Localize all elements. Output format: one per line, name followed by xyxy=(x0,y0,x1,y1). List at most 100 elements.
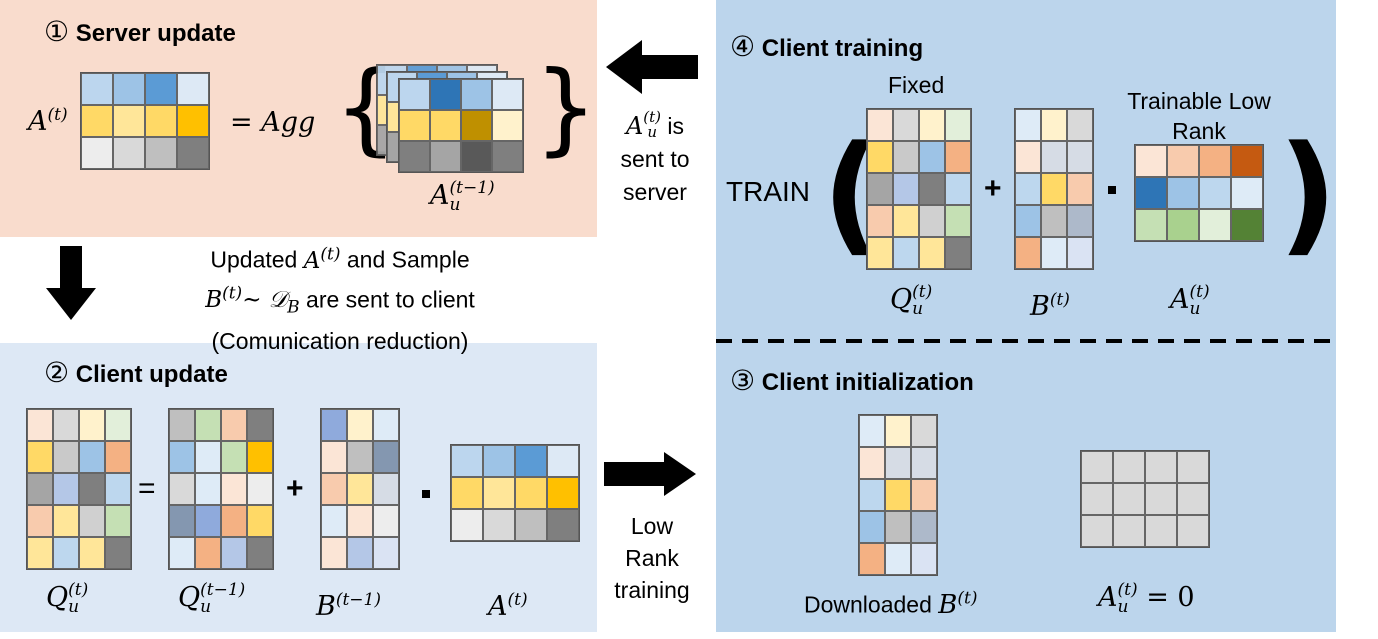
matrix-cell xyxy=(321,537,347,569)
matrix-cell xyxy=(893,141,919,173)
matrix-cell xyxy=(177,73,209,105)
matrix-cell xyxy=(461,79,492,110)
matrix-cell xyxy=(492,79,523,110)
server-A-matrix xyxy=(80,72,210,170)
matrix-cell xyxy=(430,110,461,141)
matrix-cell xyxy=(399,79,430,110)
matrix-cell xyxy=(1081,483,1113,515)
matrix-cell xyxy=(867,237,893,269)
equals-sign: = xyxy=(138,472,156,505)
matrix-cell xyxy=(399,110,430,141)
matrix-cell xyxy=(911,543,937,575)
matrix-cell xyxy=(893,205,919,237)
matrix-cell xyxy=(27,441,53,473)
matrix-cell xyxy=(1177,451,1209,483)
B-prev-matrix xyxy=(320,408,400,570)
matrix-cell xyxy=(321,409,347,441)
train-Q-matrix xyxy=(866,108,972,270)
arrow-left xyxy=(606,40,698,94)
train-plus-sign: + xyxy=(984,172,1002,205)
matrix-cell xyxy=(945,109,971,141)
matrix-cell xyxy=(247,441,273,473)
matrix-cell xyxy=(321,505,347,537)
matrix-cell xyxy=(347,409,373,441)
matrix-cell xyxy=(177,137,209,169)
matrix-cell xyxy=(867,109,893,141)
matrix-cell xyxy=(919,237,945,269)
matrix-cell xyxy=(1041,173,1067,205)
matrix-cell xyxy=(195,473,221,505)
matrix-cell xyxy=(867,173,893,205)
matrix-cell xyxy=(885,511,911,543)
matrix-cell xyxy=(221,409,247,441)
matrix-cell xyxy=(105,441,131,473)
client-training-label: Client training xyxy=(761,35,924,62)
matrix-cell xyxy=(911,511,937,543)
matrix-cell xyxy=(1177,483,1209,515)
matrix-cell xyxy=(911,447,937,479)
matrix-cell xyxy=(483,445,515,477)
matrix-cell xyxy=(79,409,105,441)
matrix-cell xyxy=(483,477,515,509)
Q-matrix xyxy=(26,408,132,570)
matrix-cell xyxy=(919,173,945,205)
matrix-cell xyxy=(859,543,885,575)
arrow-down xyxy=(46,246,96,320)
client-training-panel xyxy=(716,0,1336,632)
matrix-cell xyxy=(79,441,105,473)
matrix-cell xyxy=(483,509,515,541)
matrix-cell xyxy=(893,173,919,205)
matrix-cell xyxy=(492,141,523,172)
A-matrix xyxy=(450,444,580,542)
matrix-cell xyxy=(859,511,885,543)
matrix-cell xyxy=(1015,237,1041,269)
step-number: ① xyxy=(44,16,70,47)
matrix-cell xyxy=(461,141,492,172)
matrix-cell xyxy=(885,479,911,511)
train-Q-label: Q(t)u xyxy=(890,282,933,319)
train-A-matrix xyxy=(1134,144,1264,242)
matrix-cell xyxy=(27,537,53,569)
matrix-cell xyxy=(859,479,885,511)
matrix-cell xyxy=(27,409,53,441)
matrix-cell xyxy=(1231,177,1263,209)
matrix-cell xyxy=(347,473,373,505)
matrix-cell xyxy=(169,505,195,537)
matrix-cell xyxy=(145,137,177,169)
low-rank-training-text: Low Rank training xyxy=(614,513,690,603)
step-number: ③ xyxy=(730,365,756,396)
matrix-cell xyxy=(919,205,945,237)
client-initialization-label: Client initialization xyxy=(761,369,974,396)
matrix-cell xyxy=(105,505,131,537)
matrix-cell xyxy=(547,445,579,477)
matrix-cell xyxy=(867,141,893,173)
matrix-cell xyxy=(911,415,937,447)
panel-divider xyxy=(716,339,1336,343)
matrix-cell xyxy=(1067,237,1093,269)
matrix-cell xyxy=(492,110,523,141)
matrix-cell xyxy=(221,505,247,537)
sent-to-server-text: A(t)u is sent to server xyxy=(620,108,690,206)
matrix-cell xyxy=(247,473,273,505)
matrix-cell xyxy=(145,105,177,137)
matrix-cell xyxy=(105,473,131,505)
matrix-cell xyxy=(53,537,79,569)
matrix-cell xyxy=(1067,109,1093,141)
matrix-cell xyxy=(195,537,221,569)
server-Au-label: A(t−1)u xyxy=(430,178,495,215)
train-B-matrix xyxy=(1014,108,1094,270)
matrix-cell xyxy=(195,505,221,537)
matrix-cell xyxy=(1113,483,1145,515)
matrix-cell xyxy=(169,473,195,505)
matrix-cell xyxy=(81,137,113,169)
matrix-cell xyxy=(911,479,937,511)
matrix-cell xyxy=(893,109,919,141)
matrix-cell xyxy=(373,537,399,569)
sent-to-client-text: Updated A(t) and Sample B(t)~ 𝒟B are sen… xyxy=(205,244,475,354)
fixed-label: Fixed xyxy=(888,72,945,98)
matrix-cell xyxy=(113,137,145,169)
matrix-cell xyxy=(1231,209,1263,241)
right-paren: ) xyxy=(1278,117,1338,269)
matrix-cell xyxy=(373,441,399,473)
matrix-cell xyxy=(373,409,399,441)
